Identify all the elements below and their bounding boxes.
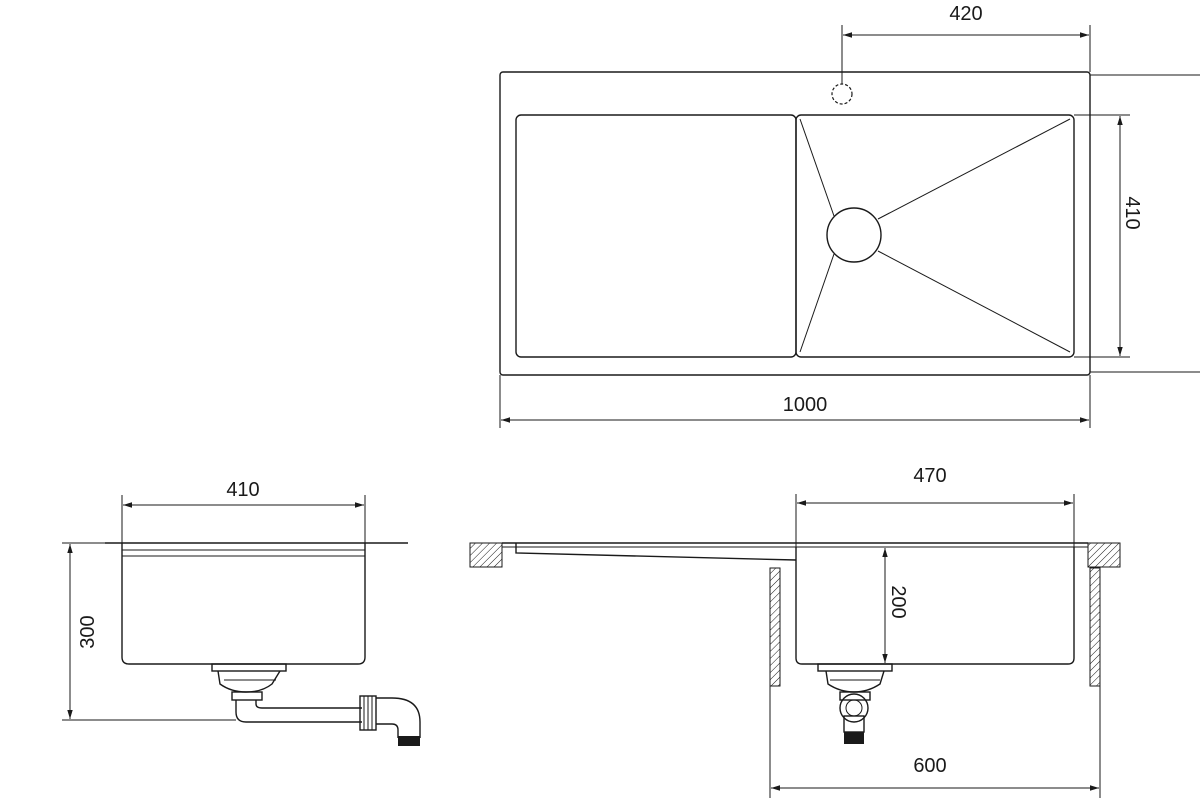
bowl-drain (826, 207, 882, 263)
drain-body (217, 670, 281, 693)
tap-hole (831, 83, 853, 105)
outlet-thread (844, 732, 864, 744)
dim-label-410: 410 (226, 479, 259, 501)
drain-nut (231, 691, 263, 701)
dim-label-600: 600 (913, 755, 946, 777)
bowl-crease (877, 250, 1071, 353)
bowl-crease (799, 118, 835, 217)
outlet-thread (398, 736, 420, 746)
waste-pipe-bottom (235, 700, 362, 723)
bowl-crease (799, 253, 835, 353)
dim-label-1000: 1000 (783, 394, 828, 416)
countertop-section-left (469, 542, 503, 568)
countertop-section-right (1087, 542, 1121, 568)
dim-label-300: 300 (77, 615, 99, 648)
dim-label-420: 420 (949, 3, 982, 25)
side-view: 410 300 (62, 479, 421, 746)
sink-outline (499, 71, 1091, 376)
drainboard (515, 114, 797, 358)
cabinet-wall-right (1089, 567, 1101, 687)
drain-flange (211, 663, 287, 672)
dim-label-200: 200 (887, 585, 909, 618)
top-view: 420 1000 410 (499, 3, 1200, 428)
drain-flange (817, 663, 893, 672)
outlet-elbow-inner (376, 723, 399, 738)
drainboard-profile (515, 543, 797, 561)
trap-bend-inner (845, 699, 863, 717)
trap-bend (839, 693, 869, 723)
drain-nut (839, 691, 871, 701)
bowl (795, 114, 1075, 358)
outlet-elbow-outer (376, 697, 421, 738)
bowl-crease (877, 118, 1071, 220)
waste-pipe-top (255, 700, 362, 709)
bowl-section (795, 547, 1075, 665)
cabinet-wall-left (769, 567, 781, 687)
bowl-section (121, 543, 366, 665)
drain-body (825, 670, 885, 693)
dim-label-470: 470 (913, 465, 946, 487)
dim-label-410: 410 (1121, 196, 1143, 229)
trap-pipe (843, 715, 865, 733)
front-view: 470 200 600 (469, 465, 1121, 798)
